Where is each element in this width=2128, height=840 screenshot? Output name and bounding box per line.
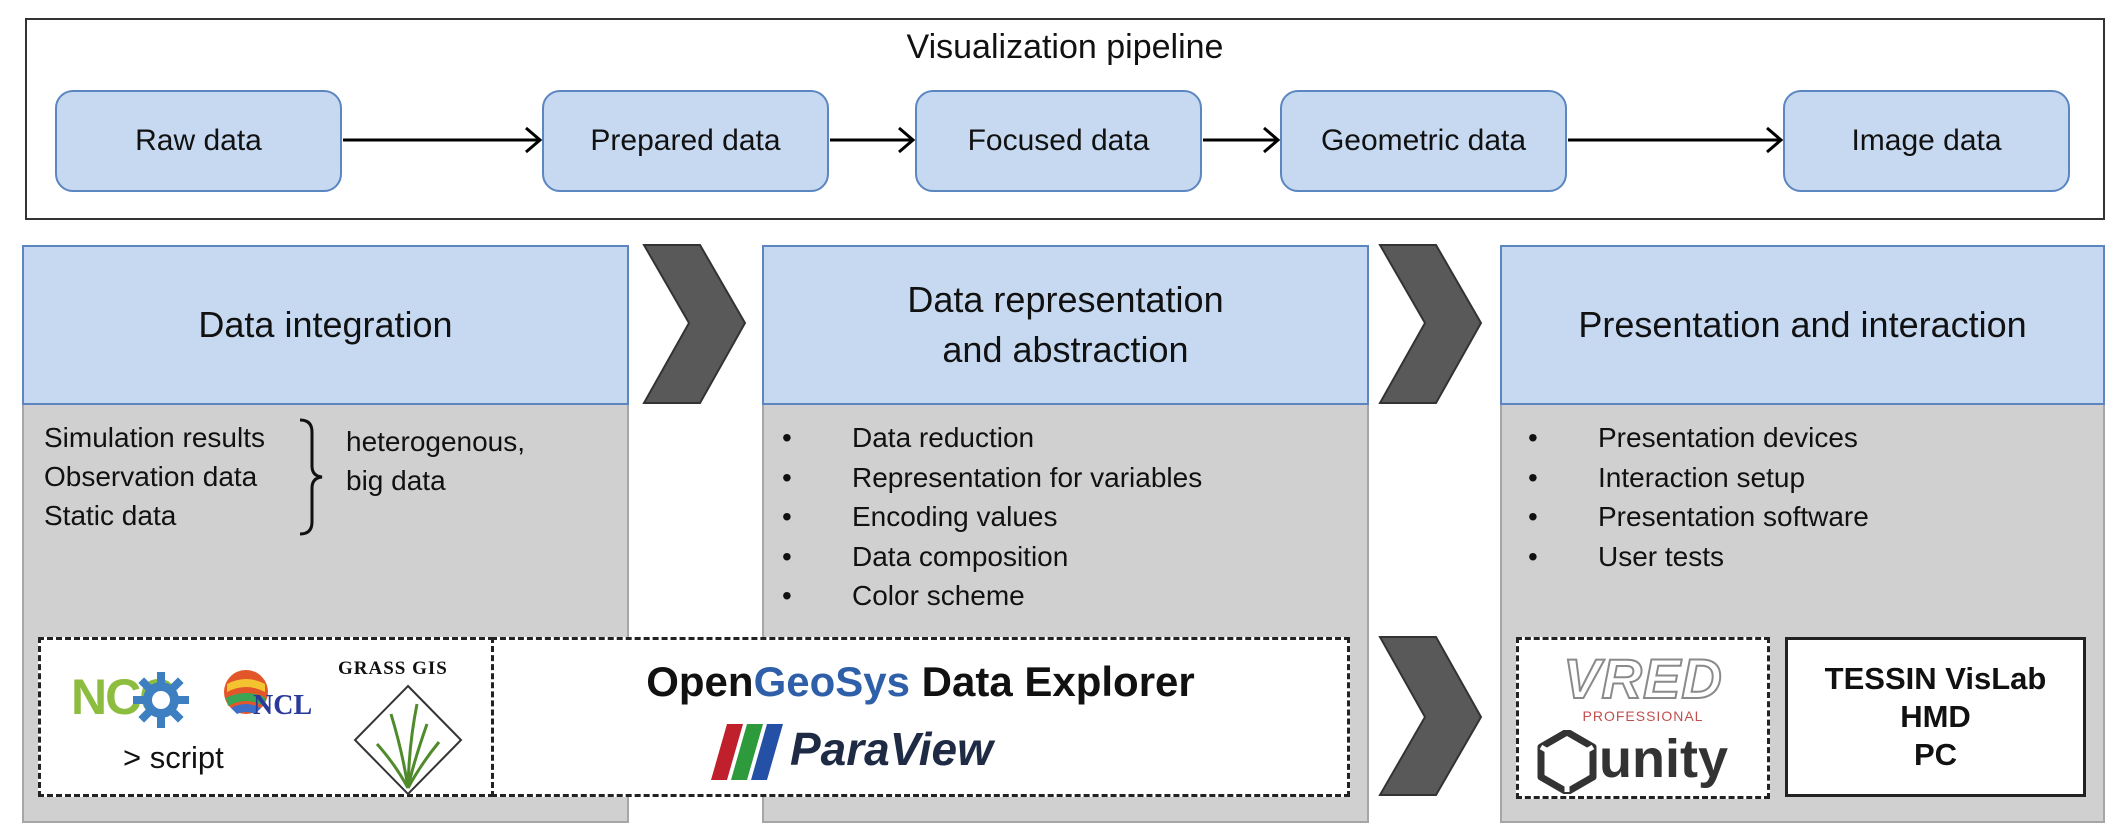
list-item: Data composition (782, 537, 1202, 577)
stage-image-data: Image data (1783, 90, 2070, 192)
list-item: Presentation software (1528, 497, 1869, 537)
data-source-item: Observation data (44, 461, 258, 492)
pipeline-title: Visualization pipeline (906, 28, 1224, 66)
presentation-bullets: Presentation devices Interaction setup P… (1528, 418, 1869, 576)
grass-logo-icon (353, 684, 463, 796)
data-sources-list: Simulation results Observation data Stat… (44, 418, 265, 535)
scripting-tools-box: NCO NCL GRASS GIS > script (38, 637, 494, 797)
tessin-line: HMD (1900, 699, 1971, 734)
tessin-line: PC (1913, 737, 1958, 772)
presentation-software-box: VRED PROFESSIONAL unity (1516, 637, 1770, 799)
ncl-globe-icon (224, 670, 268, 714)
tessin-vislab-box: TESSIN VisLab HMD PC (1785, 637, 2086, 797)
script-label: > script (123, 740, 224, 775)
title-line: Data representation (907, 279, 1224, 320)
chevron-icon (1378, 636, 1483, 796)
list-item: Encoding values (782, 497, 1202, 537)
gear-icon (133, 672, 189, 728)
stage-prepared-data: Prepared data (542, 90, 829, 192)
stage-geometric-data: Geometric data (1280, 90, 1567, 192)
column-title-data-representation: Data representation and abstraction (762, 245, 1369, 405)
stage-raw-data: Raw data (55, 90, 342, 192)
brace-note-line: big data (346, 465, 446, 496)
brace-note: heterogenous, big data (346, 422, 525, 500)
brace-note-line: heterogenous, (346, 426, 526, 457)
chevron-icon (642, 244, 747, 404)
paraview-icon (711, 724, 783, 780)
chevron-icon (1378, 244, 1483, 404)
paraview-logo: ParaView (790, 723, 993, 775)
list-item: Color scheme (782, 576, 1202, 616)
vred-professional-label: PROFESSIONAL (1582, 708, 1704, 724)
tessin-line: TESSIN VisLab (1824, 661, 2047, 696)
column-title-presentation: Presentation and interaction (1500, 245, 2105, 405)
shared-tools-box: OpenGeoSys Data Explorer ParaView (491, 637, 1350, 797)
unity-icon (1537, 730, 1597, 794)
list-item: Interaction setup (1528, 458, 1869, 498)
stage-focused-data: Focused data (915, 90, 1202, 192)
representation-bullets: Data reduction Representation for variab… (782, 418, 1202, 616)
data-source-item: Simulation results (44, 422, 265, 453)
list-item: Data reduction (782, 418, 1202, 458)
opengeosys-logo: OpenGeoSys Data Explorer (494, 658, 1347, 706)
title-line: and abstraction (942, 329, 1189, 370)
ogs-geo: GeoSys (753, 658, 910, 705)
list-item: User tests (1528, 537, 1869, 577)
ogs-rest: Data Explorer (909, 658, 1195, 705)
list-item: Presentation devices (1528, 418, 1869, 458)
list-item: Representation for variables (782, 458, 1202, 498)
vred-logo: VRED (1562, 646, 1723, 711)
unity-logo: unity (1599, 729, 1728, 789)
data-source-item: Static data (44, 500, 177, 531)
grass-gis-label: GRASS GIS (338, 658, 448, 679)
ogs-open: Open (646, 658, 754, 705)
column-title-data-integration: Data integration (22, 245, 629, 405)
ncl-logo: NCL (253, 690, 313, 721)
brace-icon (299, 418, 323, 536)
